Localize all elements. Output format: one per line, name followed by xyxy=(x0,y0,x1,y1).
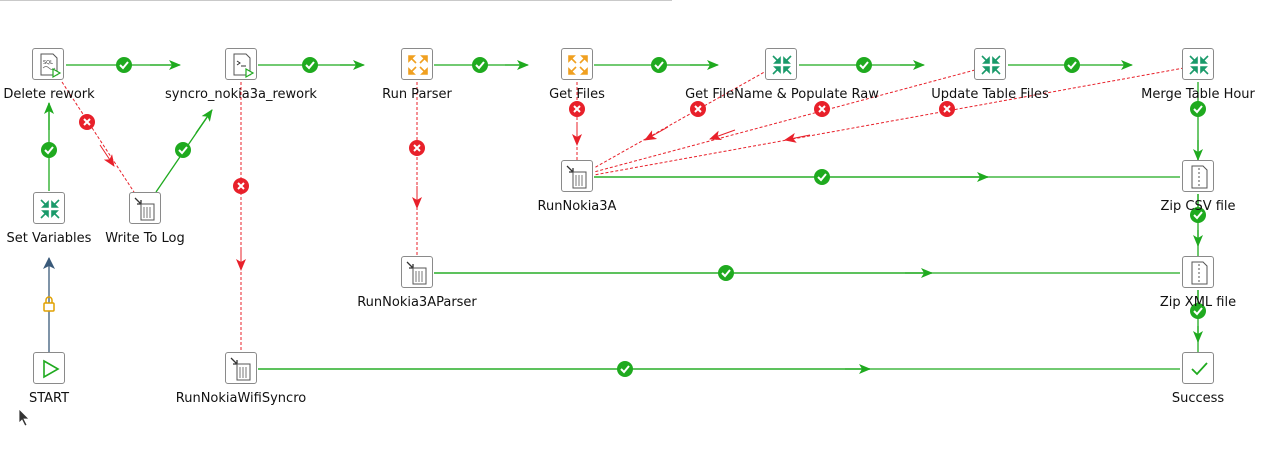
zip-icon xyxy=(1191,261,1208,285)
error-badges xyxy=(79,101,955,194)
success-badge-icon xyxy=(718,265,734,281)
hop-merge-to-runnokia3a[interactable] xyxy=(593,67,1185,176)
merge-icon xyxy=(981,55,1001,75)
merge-icon xyxy=(1189,55,1209,75)
start-icon xyxy=(43,359,60,379)
arrowhead xyxy=(709,129,736,140)
shell-script-icon xyxy=(233,53,255,79)
zip-xml-node[interactable] xyxy=(1182,256,1214,288)
success-badge-icon xyxy=(1190,101,1206,117)
success-label: Success xyxy=(1171,391,1225,406)
set-variables-label: Set Variables xyxy=(6,231,92,246)
error-badge-icon xyxy=(409,140,425,156)
arrowhead xyxy=(195,109,213,134)
write-to-log-label: Write To Log xyxy=(105,231,185,246)
success-badge-icon xyxy=(472,57,488,73)
success-badge-icon xyxy=(302,57,318,73)
success-badge-icon xyxy=(41,142,57,158)
success-badge-icon xyxy=(1064,57,1080,73)
run-parser-label: Run Parser xyxy=(382,87,452,102)
success-badge-icon xyxy=(651,57,667,73)
job-icon xyxy=(566,165,587,189)
job-icon xyxy=(406,261,427,285)
delete-rework-node[interactable]: SQL xyxy=(32,48,64,80)
arrowhead xyxy=(784,132,811,143)
success-node[interactable] xyxy=(1182,352,1214,384)
hop-getfilename-to-runnokia3a[interactable] xyxy=(593,69,769,169)
set-variables-node[interactable] xyxy=(33,192,65,224)
run-nokia3a-parser-label: RunNokia3AParser xyxy=(357,295,477,310)
error-badge-icon xyxy=(79,114,95,130)
merge-icon xyxy=(40,199,60,219)
delete-rework-label: Delete rework xyxy=(3,87,95,102)
syncro-node[interactable] xyxy=(225,48,257,80)
start-label: START xyxy=(28,391,70,406)
merge-icon xyxy=(772,55,792,75)
svg-text:SQL: SQL xyxy=(43,60,53,66)
top-border xyxy=(0,0,672,1)
merge-table-node[interactable] xyxy=(1182,48,1214,80)
zip-csv-label: Zip CSV file xyxy=(1160,199,1236,214)
job-icon xyxy=(134,197,155,221)
transformation-icon xyxy=(408,55,428,75)
success-badge-icon xyxy=(175,142,191,158)
lock-icon xyxy=(43,296,55,312)
hop-delete-to-writelog[interactable] xyxy=(61,81,135,193)
arrowhead xyxy=(99,144,115,167)
run-nokia-wifi-node[interactable] xyxy=(225,352,257,384)
success-badge-icon xyxy=(1190,303,1206,319)
run-nokia3a-parser-node[interactable] xyxy=(401,256,433,288)
write-to-log-node[interactable] xyxy=(129,192,161,224)
update-table-node[interactable] xyxy=(974,48,1006,80)
get-filename-label: Get FileName & Populate Raw xyxy=(685,87,879,102)
get-files-node[interactable] xyxy=(561,48,593,80)
success-badge-icon xyxy=(116,57,132,73)
hop-update-to-runnokia3a[interactable] xyxy=(593,69,976,173)
get-files-label: Get Files xyxy=(549,87,605,102)
error-badge-icon xyxy=(233,178,249,194)
run-parser-node[interactable] xyxy=(401,48,433,80)
run-nokia3a-label: RunNokia3A xyxy=(537,199,617,214)
arrowhead xyxy=(644,126,669,141)
run-nokia3a-node[interactable] xyxy=(561,160,593,192)
zip-icon xyxy=(1191,165,1208,189)
error-badge-icon xyxy=(690,101,706,117)
syncro-label: syncro_nokia3a_rework xyxy=(165,87,317,102)
transformation-icon xyxy=(568,55,588,75)
get-filename-node[interactable] xyxy=(765,48,797,80)
sql-script-icon: SQL xyxy=(40,53,62,79)
zip-csv-node[interactable] xyxy=(1182,160,1214,192)
success-badge-icon xyxy=(1190,207,1206,223)
success-badge-icon xyxy=(856,57,872,73)
run-nokia-wifi-label: RunNokiaWifiSyncro xyxy=(175,391,307,406)
zip-xml-label: Zip XML file xyxy=(1159,295,1237,310)
update-table-label: Update Table Files xyxy=(931,87,1049,102)
error-badge-icon xyxy=(814,101,830,117)
success-icon xyxy=(1191,362,1208,376)
success-badge-icon xyxy=(617,361,633,377)
error-badge-icon xyxy=(939,101,955,117)
merge-table-label: Merge Table Hour xyxy=(1141,87,1255,102)
start-node[interactable] xyxy=(33,352,65,384)
success-badge-icon xyxy=(814,169,830,185)
success-badges xyxy=(41,57,1206,377)
mouse-cursor-icon xyxy=(18,408,30,427)
error-badge-icon xyxy=(569,101,585,117)
job-icon xyxy=(230,357,251,381)
